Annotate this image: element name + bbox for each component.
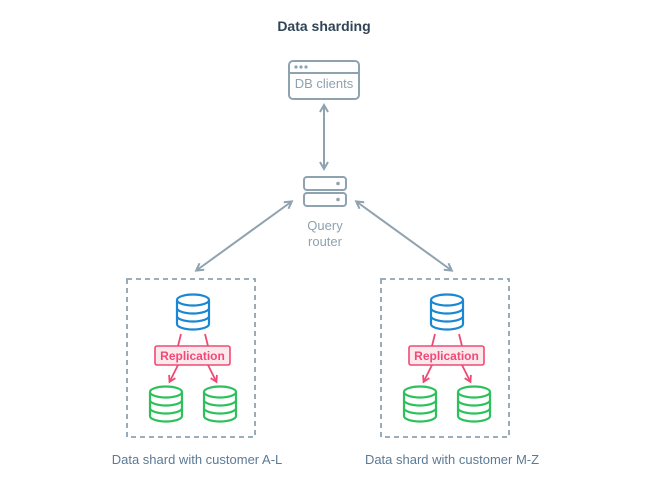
replication-label: Replication xyxy=(414,349,479,363)
query-router-label-line2: router xyxy=(308,234,343,249)
router-shard-left-arrow xyxy=(197,202,291,270)
shard-m-z-caption: Data shard with customer M-Z xyxy=(365,452,539,467)
replication-badge xyxy=(154,345,231,366)
shard-a-l: Replication xyxy=(126,278,256,438)
shard-m-z: Replication xyxy=(380,278,510,438)
replication-label: Replication xyxy=(160,349,225,363)
primary-database-icon xyxy=(175,293,211,331)
server-icon xyxy=(303,176,347,207)
shard-a-l-caption: Data shard with customer A-L xyxy=(112,452,283,467)
replica-database-icon xyxy=(456,385,492,423)
db-clients-label: DB clients xyxy=(295,76,354,91)
replica-database-icon xyxy=(402,385,438,423)
shard-box xyxy=(126,278,256,438)
diagram-title: Data sharding xyxy=(277,18,370,34)
replica-database-icon xyxy=(148,385,184,423)
replica-database-icon xyxy=(202,385,238,423)
browser-window-icon xyxy=(288,60,360,100)
replication-badge xyxy=(408,345,485,366)
primary-database-icon xyxy=(429,293,465,331)
router-shard-right-arrow xyxy=(357,202,451,270)
shard-box xyxy=(380,278,510,438)
query-router-label-line1: Query xyxy=(307,218,343,233)
